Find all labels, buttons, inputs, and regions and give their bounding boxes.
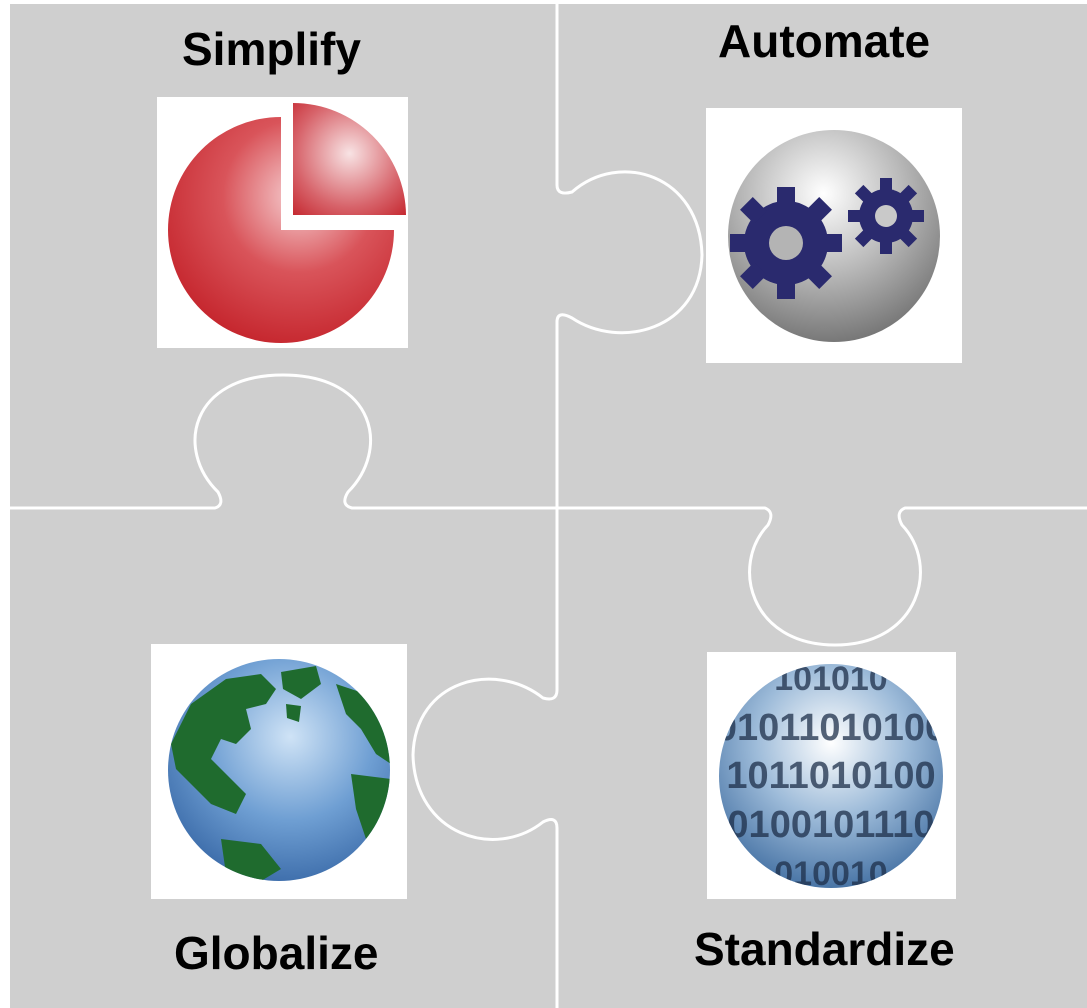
simplify-label: Simplify bbox=[182, 23, 361, 75]
binary-row-5: 010010 bbox=[774, 855, 887, 893]
binary-row-4: 0100101110 bbox=[727, 804, 934, 846]
gears-sphere-icon bbox=[706, 108, 962, 363]
pie-chart-icon bbox=[157, 97, 408, 348]
seam-right-horizontal bbox=[555, 506, 1087, 647]
binary-row-2: 01011010100 bbox=[716, 707, 946, 749]
binary-row-3: 1011010100 bbox=[726, 755, 935, 797]
seam-left-horizontal bbox=[8, 373, 559, 510]
globe-icon bbox=[151, 644, 407, 899]
automate-label: Automate bbox=[718, 15, 931, 67]
standardize-label: Standardize bbox=[694, 923, 955, 975]
binary-sphere-icon: 101010 01011010100 1011010100 0100101110… bbox=[707, 652, 956, 899]
seam-bottom-vertical bbox=[411, 506, 559, 1008]
seam-top-vertical bbox=[555, 2, 704, 510]
binary-row-1: 101010 bbox=[774, 660, 887, 698]
globalize-label: Globalize bbox=[174, 927, 379, 979]
